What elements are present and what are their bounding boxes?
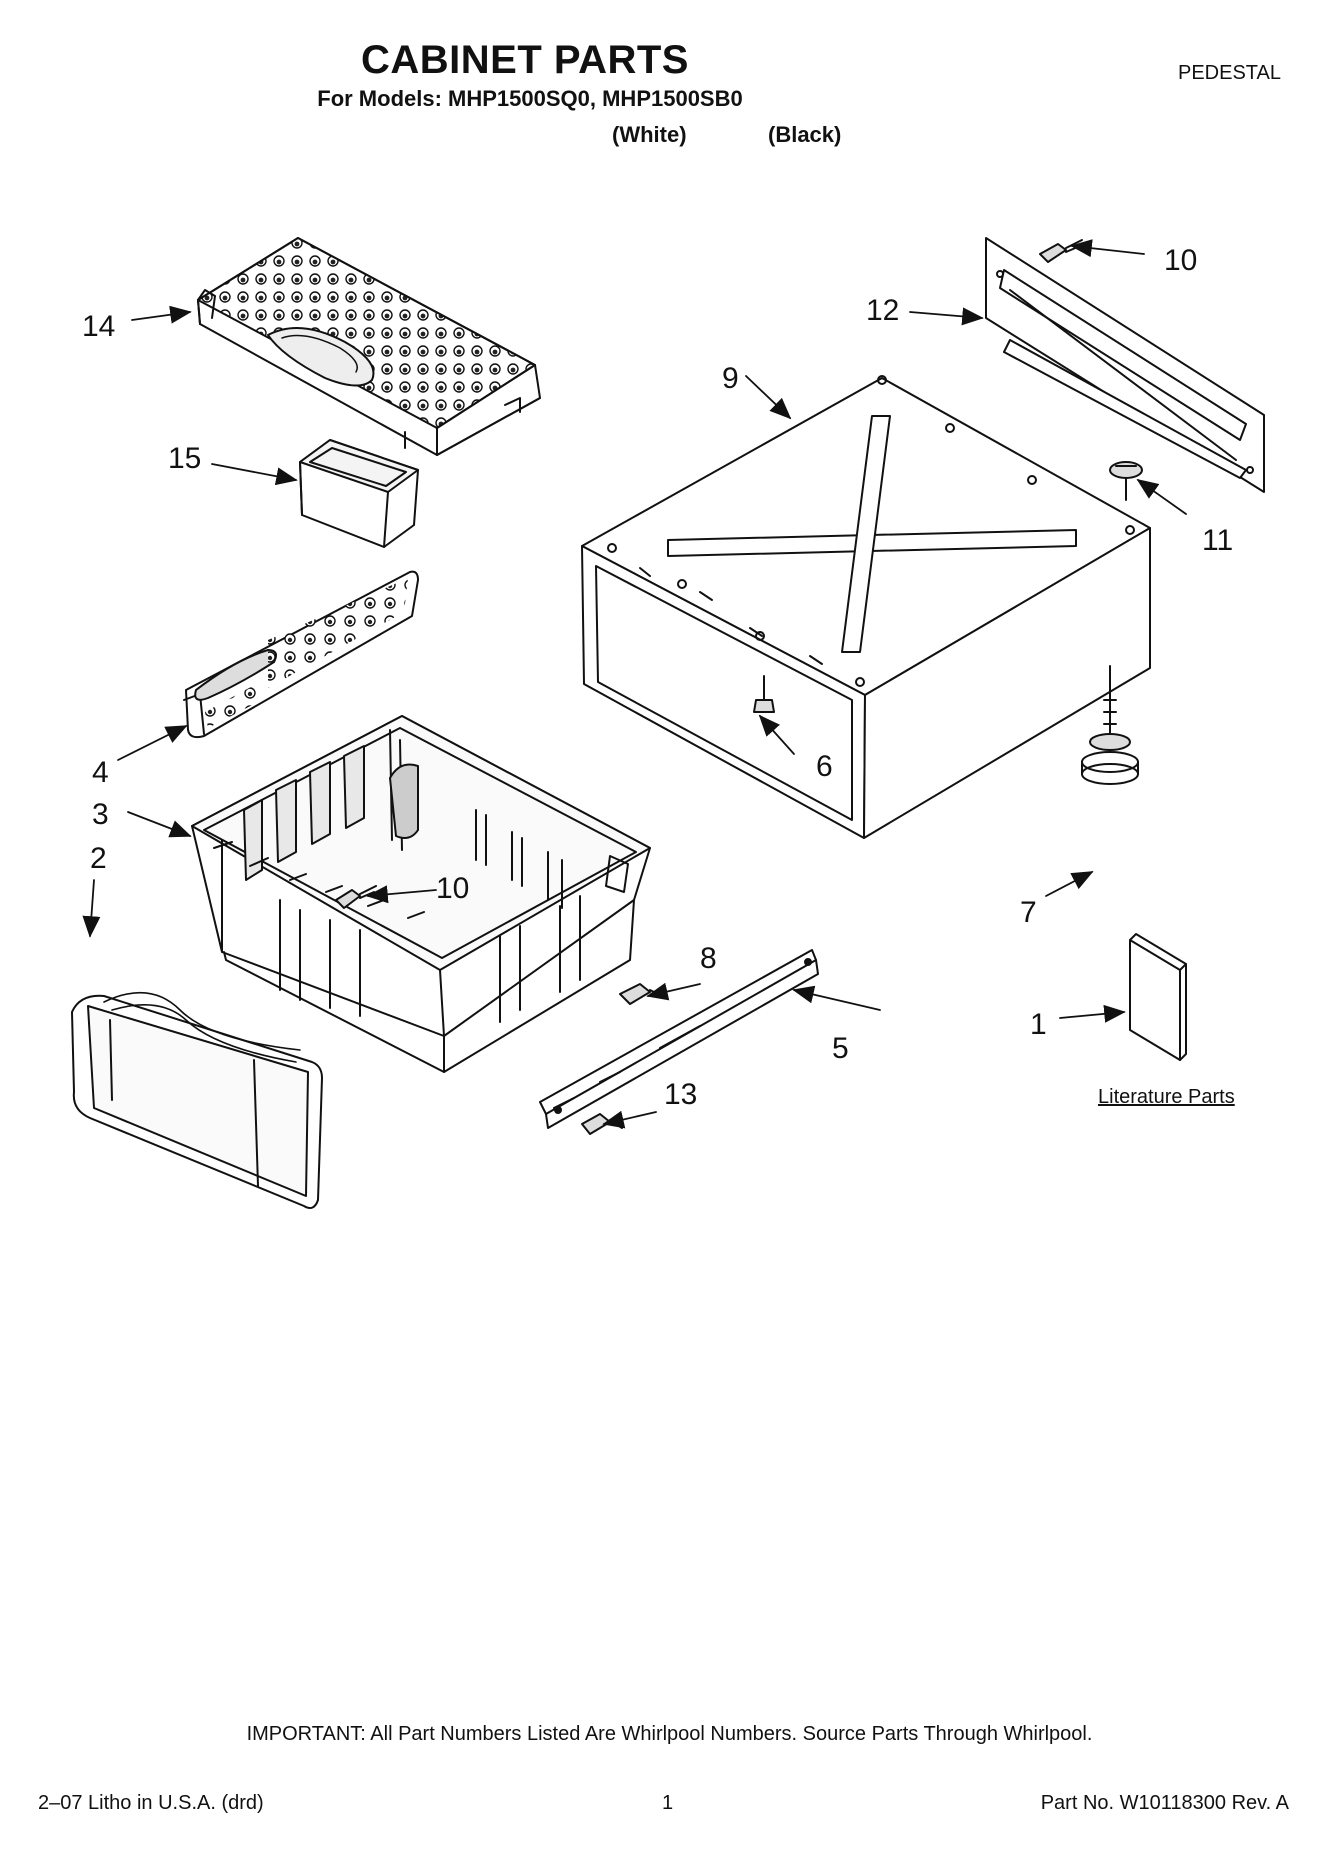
callout-10-top: 10: [1164, 244, 1197, 277]
important-note: IMPORTANT: All Part Numbers Listed Are W…: [246, 1723, 1093, 1745]
callout-1: 1: [1030, 1008, 1047, 1041]
callout-6: 6: [816, 750, 833, 783]
part-3-drawer-bin: [191, 715, 651, 1073]
color-white-label: (White): [612, 122, 687, 147]
callout-13: 13: [664, 1078, 697, 1111]
part-12-back-panel: [985, 237, 1265, 493]
callout-15: 15: [168, 442, 201, 475]
litho-info: 2–07 Litho in U.S.A. (drd): [38, 1792, 264, 1814]
callout-14: 14: [82, 310, 115, 343]
part-11-bumper: [1109, 461, 1143, 501]
callout-12: 12: [866, 294, 899, 327]
part-15-small-bin: [299, 439, 419, 548]
part-9-pedestal-cabinet: [581, 375, 1151, 839]
screw-13: [581, 1113, 623, 1135]
callout-3: 3: [92, 798, 109, 831]
part-4-handle-panel: [183, 570, 419, 739]
section-label: PEDESTAL: [1178, 62, 1281, 84]
callout-10-drawer: 10: [436, 872, 469, 905]
callout-5: 5: [832, 1032, 849, 1065]
callout-8: 8: [700, 942, 717, 975]
callout-11: 11: [1202, 524, 1233, 557]
callout-7: 7: [1020, 896, 1037, 929]
callout-9: 9: [722, 362, 739, 395]
color-black-label: (Black): [768, 122, 842, 147]
callout-2: 2: [90, 842, 107, 875]
screw-6: [753, 675, 775, 713]
part-5-slide-rail: [539, 949, 819, 1129]
models-line: For Models: MHP1500SQ0, MHP1500SB0: [317, 86, 743, 111]
screw-10-top: [1039, 239, 1083, 263]
part-14-drawer-tray: [197, 237, 541, 456]
part-2-drawer-front: [71, 991, 323, 1209]
part-7-leveling-leg: [1081, 665, 1139, 785]
literature-parts-label: Literature Parts: [1098, 1086, 1235, 1108]
part-1-literature: [1129, 933, 1187, 1061]
part-number: Part No. W10118300 Rev. A: [1040, 1792, 1289, 1814]
callout-4: 4: [92, 756, 109, 789]
page-title: CABINET PARTS: [361, 38, 689, 82]
page-number: 1: [662, 1792, 674, 1814]
